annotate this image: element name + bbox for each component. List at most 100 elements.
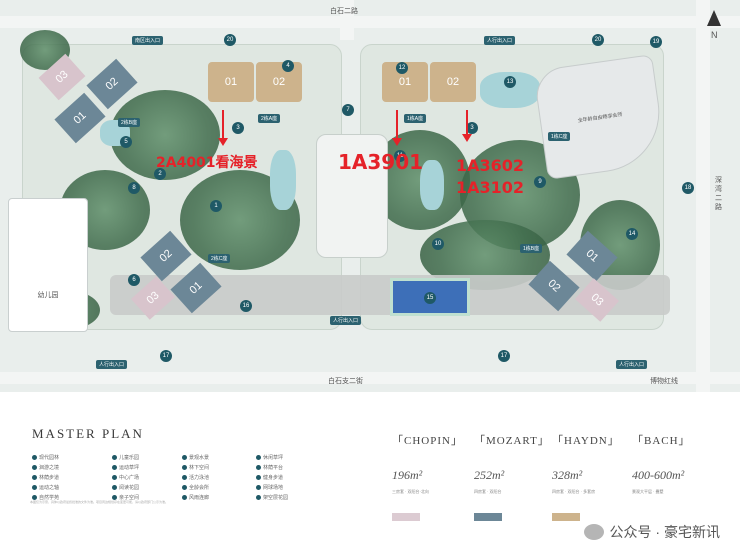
tower-b-02-label: 02 [272, 76, 286, 88]
arrow-2a4001 [218, 110, 228, 146]
legend-key: 儿童乐园 [112, 454, 139, 461]
legend-dot-icon [112, 465, 117, 470]
legend-key-label: 活力泳池 [189, 475, 210, 481]
master-plan-map: 白石二路 白石支二街 深湾二路 博物红线 N 幼儿园 全年龄自由畅享会所 03 … [0, 0, 740, 392]
tag-entrance-right: 人行出入口 [616, 360, 648, 369]
unit-swatch [474, 513, 502, 521]
marker-15: 15 [424, 292, 436, 304]
legend-key: 林下空间 [182, 464, 209, 471]
legend-key: 亲子空间 [112, 494, 139, 501]
marker-1: 1 [210, 200, 222, 212]
legend-key-label: 亲子空间 [119, 495, 140, 501]
legend-dot-icon [32, 465, 37, 470]
unit-area: 400-600m² [632, 468, 685, 482]
tag-1c: 1栋C座 [548, 132, 571, 141]
tower-d-01-label: 01 [187, 279, 205, 297]
unit-name: 「BACH」 [632, 435, 691, 447]
legend-panel: MASTER PLAN 现代园林 洄游之境 林荫步道 运动之轴 自然学苑 儿童乐… [0, 392, 740, 556]
marker-3: 3 [466, 122, 478, 134]
legend-dot-icon [182, 455, 187, 460]
legend-key: 阅读花园 [112, 484, 139, 491]
annotation-1a3602: 1A3602 [456, 156, 525, 175]
legend-key: 健身步道 [256, 474, 283, 481]
compass-label: N [711, 30, 718, 40]
tower-c-01-label: 01 [398, 76, 412, 88]
unit-desc: 四房套 · 双阳台 [474, 489, 502, 494]
marker-4: 4 [282, 60, 294, 72]
marker-10: 10 [432, 238, 444, 250]
wechat-icon [583, 524, 604, 540]
pool [420, 160, 444, 210]
road-right-label: 深湾二路 [715, 177, 722, 211]
legend-key: 运动草坪 [112, 464, 139, 471]
tower-d-02-label: 02 [157, 247, 175, 265]
legend-key-label: 中心广场 [119, 475, 140, 481]
legend-dot-icon [112, 495, 117, 500]
pool [270, 150, 296, 210]
marker-18: 18 [682, 182, 694, 194]
road-top-label: 白石二路 [330, 8, 358, 15]
annotation-1a3901: 1A3901 [338, 150, 424, 174]
marker-13: 13 [504, 76, 516, 88]
legend-key: 运动之轴 [32, 484, 59, 491]
road-top [0, 16, 740, 28]
unit-desc: 景观大平层 · 叠墅 [632, 489, 664, 494]
legend-dot-icon [256, 465, 261, 470]
legend-key: 林荫步道 [32, 474, 59, 481]
marker-3: 3 [232, 122, 244, 134]
unit-desc: 三房套 · 双阳台·北向 [392, 489, 429, 494]
tag-south-entrance: 南区出入口 [132, 36, 164, 45]
tag-2b: 2栋B座 [118, 118, 141, 127]
unit-card-haydn: 「HAYDN」 328m² 四房套 · 双阳台 · 多套房 [552, 432, 632, 521]
legend-key-label: 林荫平台 [263, 465, 284, 471]
legend-dot-icon [32, 475, 37, 480]
legend-title: MASTER PLAN [32, 426, 144, 441]
legend-key: 休闲草坪 [256, 454, 283, 461]
legend-dot-icon [32, 455, 37, 460]
legend-dot-icon [256, 455, 261, 460]
marker-12: 12 [396, 62, 408, 74]
legend-key: 现代园林 [32, 454, 59, 461]
unit-area: 328m² [552, 468, 583, 482]
legend-key-label: 架空层花园 [263, 495, 289, 501]
unit-name: 「CHOPIN」 [392, 435, 463, 447]
legend-key-label: 阅读花园 [119, 485, 140, 491]
marker-7: 7 [342, 104, 354, 116]
tag-2c: 2栋C座 [208, 254, 231, 263]
legend-dot-icon [256, 475, 261, 480]
legend-key-label: 运动之轴 [39, 485, 60, 491]
marker-6: 6 [128, 274, 140, 286]
tower-b-01: 01 [208, 62, 254, 102]
legend-dot-icon [256, 485, 261, 490]
road-center [340, 0, 354, 40]
tower-d-03-label: 03 [144, 289, 162, 307]
legend-dot-icon [112, 455, 117, 460]
tower-c-02-label: 02 [446, 76, 460, 88]
fine-print: 本图仅为示意，具体以政府最终批准的文件为准。项目周边规划存在变更可能，请以政府部… [30, 500, 169, 504]
tower-a-02-label: 02 [103, 75, 121, 93]
tower-c-02: 02 [430, 62, 476, 102]
unit-name: 「HAYDN」 [552, 435, 620, 447]
legend-key: 自然学苑 [32, 494, 59, 501]
unit-desc: 四房套 · 双阳台 · 多套房 [552, 489, 596, 494]
unit-area: 252m² [474, 468, 505, 482]
legend-key-label: 林下空间 [189, 465, 210, 471]
compass-icon [707, 10, 721, 26]
kindergarten-label: 幼儿园 [37, 292, 59, 299]
road-bottom-right-label: 博物红线 [650, 378, 678, 385]
legend-key: 架空层花园 [256, 494, 288, 501]
legend-dot-icon [182, 495, 187, 500]
central-promenade [316, 134, 388, 258]
marker-17: 17 [160, 350, 172, 362]
legend-key-label: 现代园林 [39, 455, 60, 461]
tower-a-01-label: 01 [71, 109, 89, 127]
tag-2a: 2栋A座 [258, 114, 281, 123]
legend-dot-icon [32, 485, 37, 490]
legend-key: 景观水景 [182, 454, 209, 461]
tower-b-01-label: 01 [224, 76, 238, 88]
marker-20: 20 [592, 34, 604, 46]
legend-key: 活力泳池 [182, 474, 209, 481]
legend-key-label: 儿童乐园 [119, 455, 140, 461]
marker-14: 14 [626, 228, 638, 240]
unit-card-mozart: 「MOZART」 252m² 四房套 · 双阳台 [474, 432, 554, 521]
